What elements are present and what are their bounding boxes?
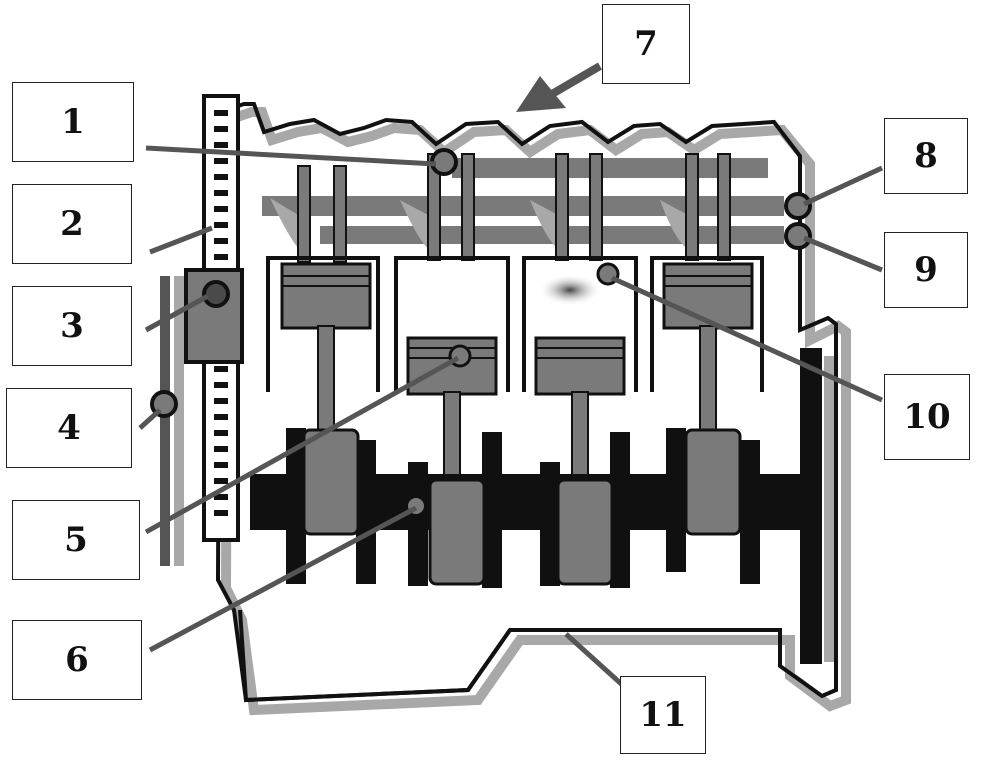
piston-rings <box>282 275 752 359</box>
label-8: 8 <box>884 118 968 194</box>
oil-sump <box>238 609 782 703</box>
valves <box>297 153 731 263</box>
engine-block-shadow <box>220 107 851 716</box>
label-6: 6 <box>12 620 142 700</box>
distributor <box>184 268 244 364</box>
label-4: 4 <box>6 388 132 468</box>
flywheel-shadow <box>824 356 834 662</box>
arrow-7 <box>549 62 603 98</box>
crank-throws <box>302 428 742 586</box>
label-11: 11 <box>620 676 706 754</box>
combustion-glow <box>538 274 602 306</box>
label-10: 10 <box>884 374 970 460</box>
aux-pulley <box>784 222 812 250</box>
cam-pulley <box>784 192 812 220</box>
camshaft <box>262 196 784 216</box>
arrow-7-head <box>516 76 566 112</box>
pistons <box>280 262 754 396</box>
label-9: 9 <box>884 232 968 308</box>
drive-belt-outer <box>174 276 184 566</box>
timing-chain-links <box>214 110 228 516</box>
flywheel <box>800 348 822 664</box>
drive-belt <box>160 276 170 566</box>
distributor-cap <box>202 280 230 308</box>
label-5: 5 <box>12 500 140 580</box>
leader-lines <box>138 145 884 692</box>
label-3: 3 <box>12 286 132 366</box>
label-7: 7 <box>602 4 690 84</box>
label-2: 2 <box>12 184 132 264</box>
cylinders <box>266 256 764 392</box>
label-1: 1 <box>12 82 134 162</box>
